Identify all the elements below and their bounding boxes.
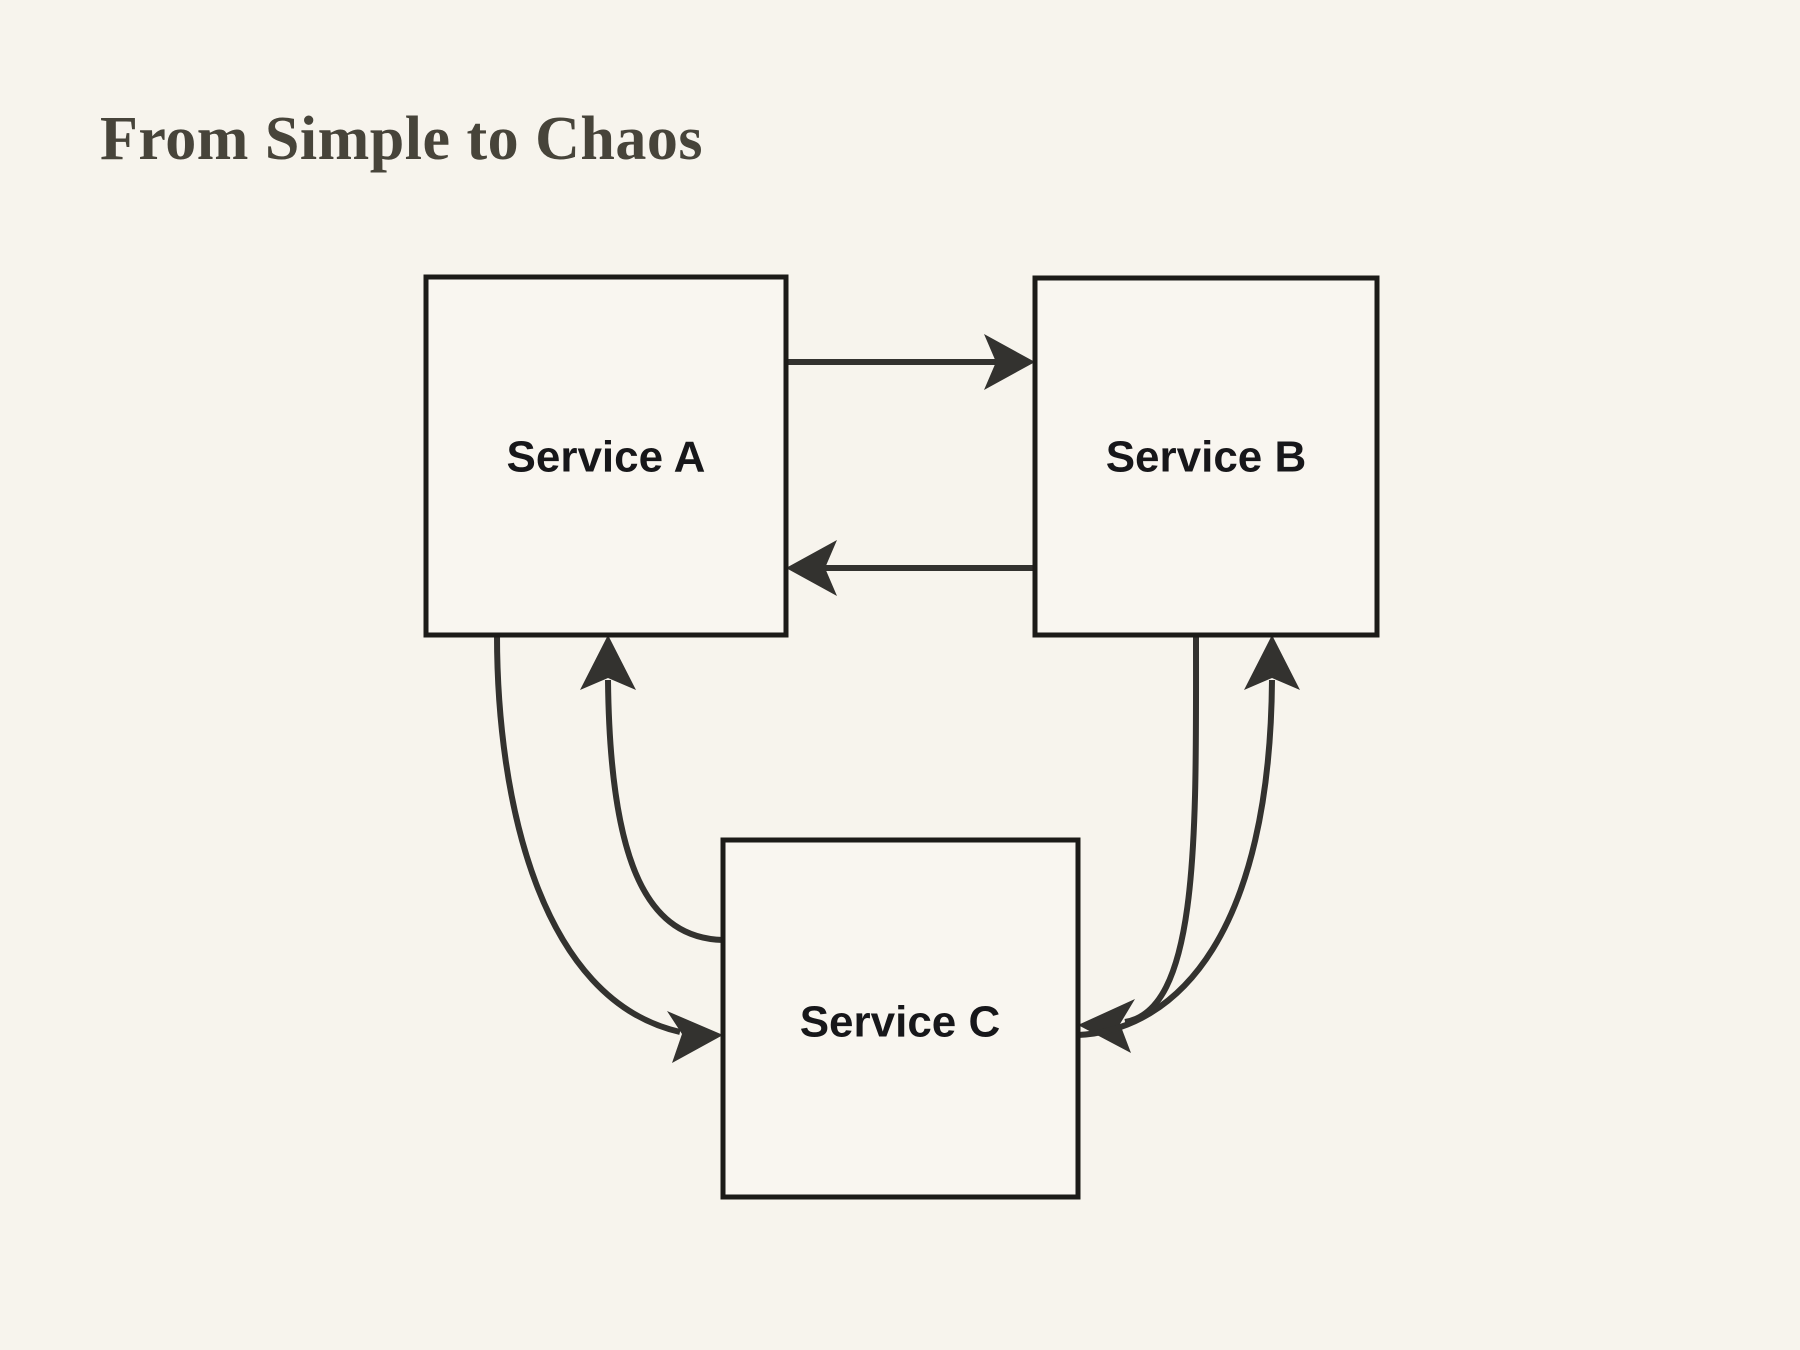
node-service-a[interactable]: Service A xyxy=(423,274,789,638)
edge-line-b-to-c xyxy=(1124,634,1200,1025)
arrowhead-b-to-c xyxy=(1078,999,1135,1053)
node-service-b-label: Service B xyxy=(1106,433,1307,482)
arrowhead-c-to-a xyxy=(580,635,636,690)
node-service-b-box[interactable] xyxy=(1032,275,1380,638)
arrowhead-a-to-c xyxy=(667,1011,723,1063)
node-service-c-box[interactable] xyxy=(720,837,1081,1200)
node-service-a-box[interactable] xyxy=(423,274,789,638)
edge-service-a-to-service-b xyxy=(786,334,1035,390)
node-service-c[interactable]: Service C xyxy=(720,837,1081,1200)
arrowhead-a-to-b xyxy=(984,334,1035,390)
edge-service-a-to-service-c xyxy=(494,634,723,1063)
edge-line-c-to-a xyxy=(605,679,724,943)
edge-line-a-to-c xyxy=(494,634,681,1035)
edge-service-b-to-service-c xyxy=(1078,634,1200,1053)
edge-service-c-to-service-b xyxy=(1077,635,1300,1038)
edge-service-c-to-service-a xyxy=(580,635,724,943)
node-service-a-label: Service A xyxy=(507,433,706,482)
edge-service-b-to-service-a xyxy=(786,540,1035,596)
node-service-b[interactable]: Service B xyxy=(1032,275,1380,638)
page-title: From Simple to Chaos xyxy=(100,105,704,173)
arrowhead-c-to-b xyxy=(1244,635,1300,690)
edge-line-c-to-b xyxy=(1077,679,1275,1038)
node-service-c-label: Service C xyxy=(800,998,1001,1047)
arrowhead-b-to-a xyxy=(786,540,837,596)
